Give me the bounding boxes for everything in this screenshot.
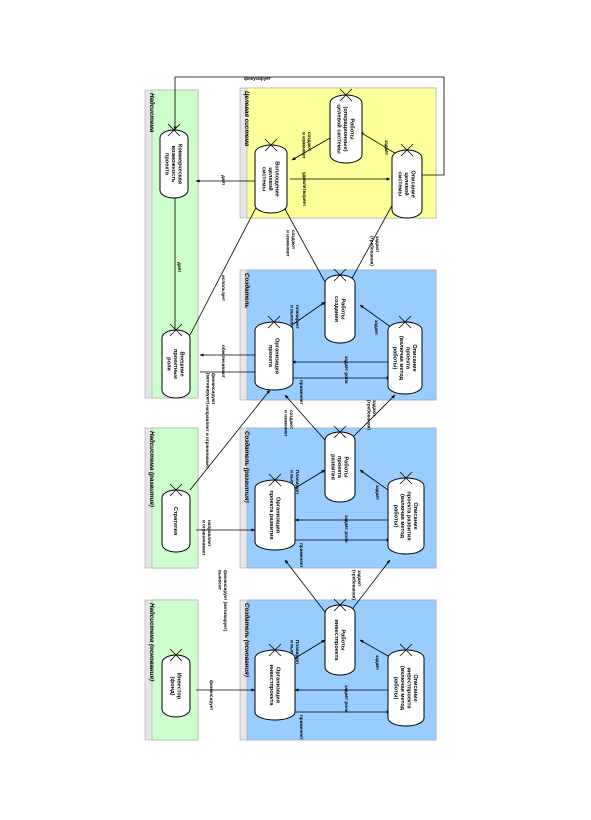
- node-desc-dev: Описаниепроекта развития(включая методра…: [387, 471, 425, 555]
- node-marker-icon: [399, 643, 413, 657]
- label-create2: создаюти изменяют: [286, 230, 297, 257]
- node-label: Воплощениецелевойсистемы: [261, 161, 280, 197]
- label-applies: применяет: [299, 380, 304, 405]
- node-marker-icon: [169, 323, 183, 337]
- node-marker-icon: [333, 425, 347, 439]
- label-sets-roles: задаёт роли: [344, 356, 349, 384]
- label-gives2: даёт: [177, 262, 182, 273]
- frame-title-super-base: Надсистема (основания): [148, 603, 155, 681]
- node-label: Стратегия: [172, 507, 178, 535]
- node-work-target: Работы(операционные)целевой системы: [329, 88, 363, 164]
- label-sets-req2: задают(требования): [367, 400, 378, 430]
- frame-title-creator-dev: Создатель (развития): [243, 431, 250, 503]
- node-commercial: Коммерческаявозможностьпроекта: [159, 123, 189, 199]
- frame-title-creator: Создатель: [243, 273, 250, 308]
- label-sets-req3: задают(требования): [352, 570, 363, 600]
- label-focuses: фокусирует: [244, 75, 272, 81]
- node-marker-icon: [268, 473, 282, 487]
- node-label: Работыинвестпроекта: [333, 619, 347, 661]
- label-sets1: задаёт: [384, 140, 389, 156]
- node-label: Описаниепроекта развития(включая методра…: [392, 491, 418, 540]
- edges: [173, 76, 445, 714]
- label-sets2: задаёт: [374, 320, 379, 336]
- node-label: Описаниецелевойсистемы: [397, 170, 416, 197]
- label-sets-roles2: задаёт роли: [344, 515, 349, 543]
- node-embodiment: Воплощениецелевойсистемы: [254, 138, 288, 214]
- node-label: Организацияпроекта: [267, 338, 280, 374]
- label-sets-roles3: задаёт роли: [344, 685, 349, 713]
- label-create3: создаюти изменяют: [284, 410, 295, 437]
- label-uses: использует: [221, 275, 226, 302]
- nodes: Коммерческаявозможностьпроекта Воплощение…: [159, 88, 425, 727]
- node-marker-icon: [167, 123, 181, 137]
- node-marker-icon: [267, 315, 281, 329]
- node-org-dev: Организацияпроекта развития: [254, 473, 296, 551]
- label-gives: даёт: [221, 175, 226, 186]
- label-finance3: финансирует: [209, 680, 215, 711]
- frame-title-creator-base: Создатель (основания): [243, 603, 250, 677]
- node-org-invest: Организацияинвестпроекта: [254, 643, 296, 721]
- label-satisfies: удовлетворяет: [302, 172, 307, 207]
- node-external-roles: Внешниепроектныероли: [161, 323, 191, 399]
- node-label: Коммерческаявозможностьпроекта: [164, 144, 183, 184]
- node-label: Работы(операционные)целевой системы: [336, 104, 356, 153]
- label-provide: обеспечивают: [221, 345, 227, 379]
- frame-title-target: Целевая система: [243, 91, 250, 147]
- node-label: Работысоздания: [333, 296, 347, 322]
- node-marker-icon: [264, 138, 278, 152]
- label-applies3: применяет: [299, 715, 304, 740]
- node-label: Организацияпроекта развития: [268, 490, 281, 539]
- frame-title-super-strategy: Надсистема (развития): [148, 431, 155, 507]
- label-plan-do: планируети выполняет: [290, 305, 301, 335]
- node-label: Описаниеинвестпроекта(включая методработ…: [392, 666, 418, 711]
- node-marker-icon: [398, 315, 412, 329]
- node-desc-invest: Описаниеинвестпроекта(включая методработ…: [387, 643, 425, 727]
- node-marker-icon: [333, 598, 347, 612]
- node-work-invest: Работыинвестпроекта: [324, 598, 356, 676]
- node-marker-icon: [169, 648, 183, 662]
- node-marker-icon: [399, 471, 413, 485]
- node-label: Организацияинвестпроекта: [268, 664, 281, 706]
- node-marker-icon: [400, 143, 414, 157]
- node-label: Внешниепроектныероли: [166, 349, 185, 379]
- node-desc-target: Описаниецелевойсистемы: [391, 143, 423, 219]
- node-investor: Инвестор(фонд): [161, 648, 191, 718]
- node-desc-project: Описаниепроекта(включая методработы): [387, 315, 423, 395]
- node-work-dev: Работыпроектаразвития: [324, 425, 356, 503]
- node-org-project: Организацияпроекта: [254, 315, 294, 391]
- label-directs: направляет и ограничивает: [205, 405, 210, 469]
- node-label: Инвестор(фонд): [169, 673, 182, 700]
- node-label: Работыпроектаразвития: [330, 454, 350, 480]
- node-label: Описаниепроекта(включая методработы): [391, 336, 417, 381]
- label-finance2: финансирует (мотивирует)выносит: [218, 570, 230, 632]
- label-sets-req: задают(требования): [370, 236, 381, 266]
- node-strategy: Стратегия: [161, 483, 191, 553]
- node-marker-icon: [169, 483, 183, 497]
- label-applies2: применяет: [299, 543, 304, 568]
- label-create-do: создаюти изменяют: [302, 132, 313, 159]
- label-finance: финансируют(мотивируют): [206, 373, 218, 405]
- node-marker-icon: [268, 643, 282, 657]
- edge-labels: фокусирует даёт удовлетворяет создаюти и…: [177, 75, 389, 740]
- node-marker-icon: [339, 88, 353, 102]
- node-work-create: Работысоздания: [324, 268, 356, 344]
- frame-title-super-target: Надсистема: [148, 93, 155, 133]
- label-sets3: задаёт: [375, 485, 380, 501]
- label-directs2: направляети ограничивает: [202, 520, 213, 556]
- label-sets4: задаёт: [375, 655, 380, 671]
- node-marker-icon: [333, 268, 347, 282]
